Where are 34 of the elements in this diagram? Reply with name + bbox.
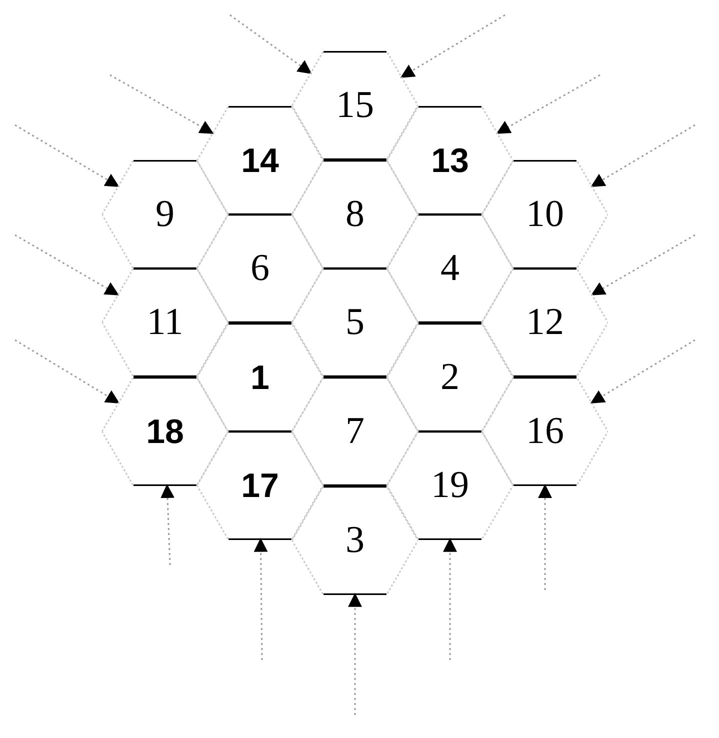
arrow <box>254 538 268 660</box>
cell-number: 4 <box>440 246 460 290</box>
arrow <box>400 14 506 78</box>
cell-number: 2 <box>440 355 460 399</box>
arrow <box>590 234 696 296</box>
cell-number: 15 <box>336 83 374 127</box>
arrow <box>538 484 552 590</box>
cell-number: 9 <box>156 192 174 236</box>
arrow <box>348 592 362 715</box>
arrow <box>14 339 120 404</box>
arrow <box>160 484 174 566</box>
cell-number: 17 <box>241 467 279 506</box>
cell-number: 3 <box>346 518 364 562</box>
cell-number: 12 <box>526 300 564 344</box>
arrow <box>590 339 696 404</box>
cell-number: 6 <box>250 246 270 290</box>
arrow <box>14 124 120 187</box>
arrow <box>230 14 312 74</box>
cell-number: 14 <box>241 142 279 181</box>
arrow <box>110 74 214 134</box>
arrow <box>590 124 696 187</box>
arrow <box>14 234 120 296</box>
cell-number: 16 <box>526 409 564 453</box>
arrow <box>443 538 457 660</box>
cell-number: 18 <box>146 413 184 452</box>
arrow <box>496 74 600 134</box>
cell-number: 13 <box>431 142 469 181</box>
cell-number: 10 <box>526 192 564 236</box>
cell-number: 11 <box>146 300 184 344</box>
cell-number: 7 <box>346 409 364 453</box>
cell-number: 5 <box>346 300 364 344</box>
cell-number: 8 <box>346 192 364 236</box>
cell-number: 19 <box>431 463 469 507</box>
cell-number: 1 <box>250 359 270 398</box>
